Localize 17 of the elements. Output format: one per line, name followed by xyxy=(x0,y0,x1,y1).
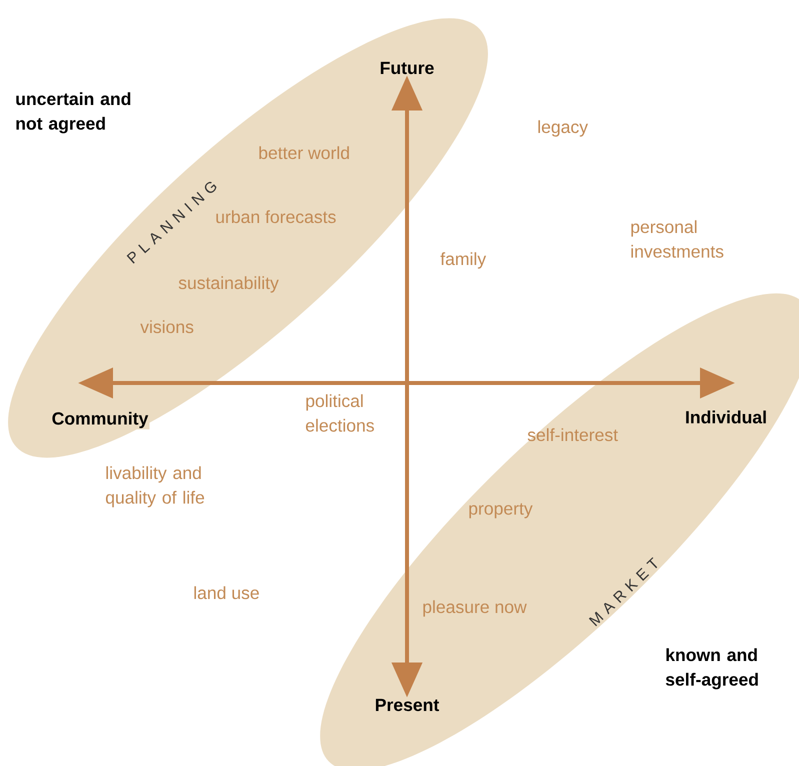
axis-label: Future xyxy=(378,60,436,76)
term-label: property xyxy=(469,503,533,518)
axis-label: Community xyxy=(50,410,150,430)
term-label: legacy xyxy=(538,120,588,137)
term-label: family xyxy=(440,252,486,269)
term-label: personal investments xyxy=(631,220,724,258)
term-label: visions xyxy=(140,320,194,334)
term-label: known and self-agreed xyxy=(666,648,758,690)
term-label: livability and quality of life xyxy=(106,466,204,508)
term-label: better world xyxy=(259,146,349,160)
axis-label: Individual xyxy=(684,409,768,425)
axis-label: Present xyxy=(374,698,440,712)
term-label: sustainability xyxy=(178,276,279,293)
term-label: pleasure now xyxy=(423,600,527,617)
term-label: urban forecasts xyxy=(216,210,336,224)
term-label: uncertain and not agreed xyxy=(16,92,130,134)
term-label: land use xyxy=(194,586,259,600)
